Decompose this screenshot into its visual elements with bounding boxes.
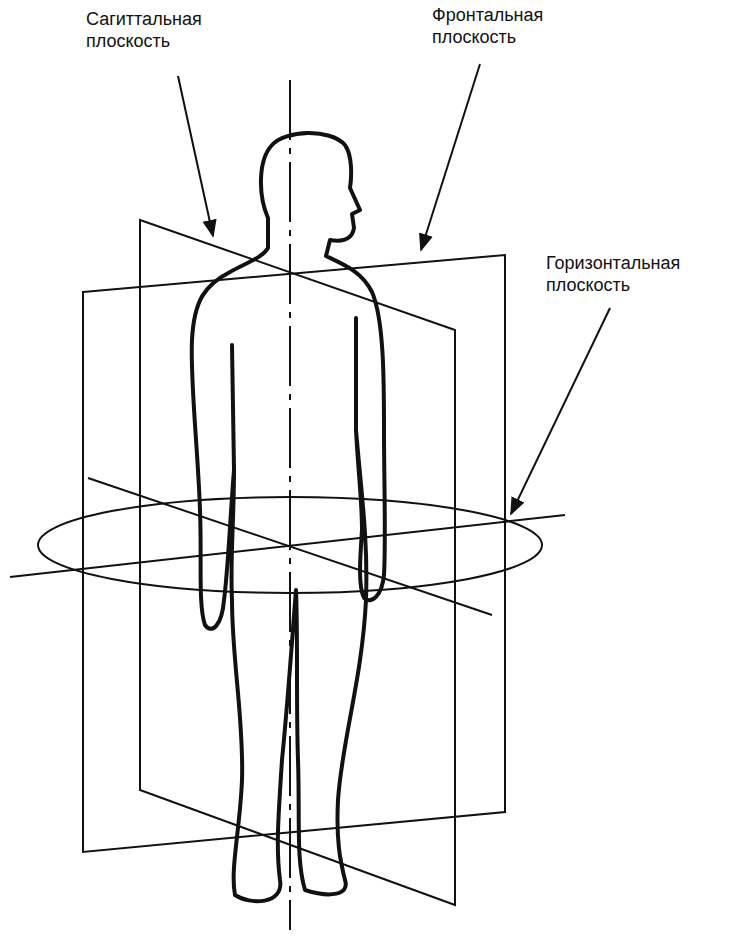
plane-label: Горизонтальная плоскость — [546, 252, 680, 296]
vertical-axis — [289, 80, 291, 930]
plane-label: Сагиттальная плоскость — [86, 8, 202, 52]
arm-contour — [354, 318, 358, 430]
frontal-plane — [83, 255, 505, 852]
leader-line — [511, 308, 610, 514]
human-figure — [192, 133, 385, 901]
plane-label: Фронтальная плоскость — [432, 4, 543, 48]
arm-contour — [232, 345, 234, 470]
leader-line — [178, 76, 213, 236]
leader-line — [421, 64, 480, 250]
